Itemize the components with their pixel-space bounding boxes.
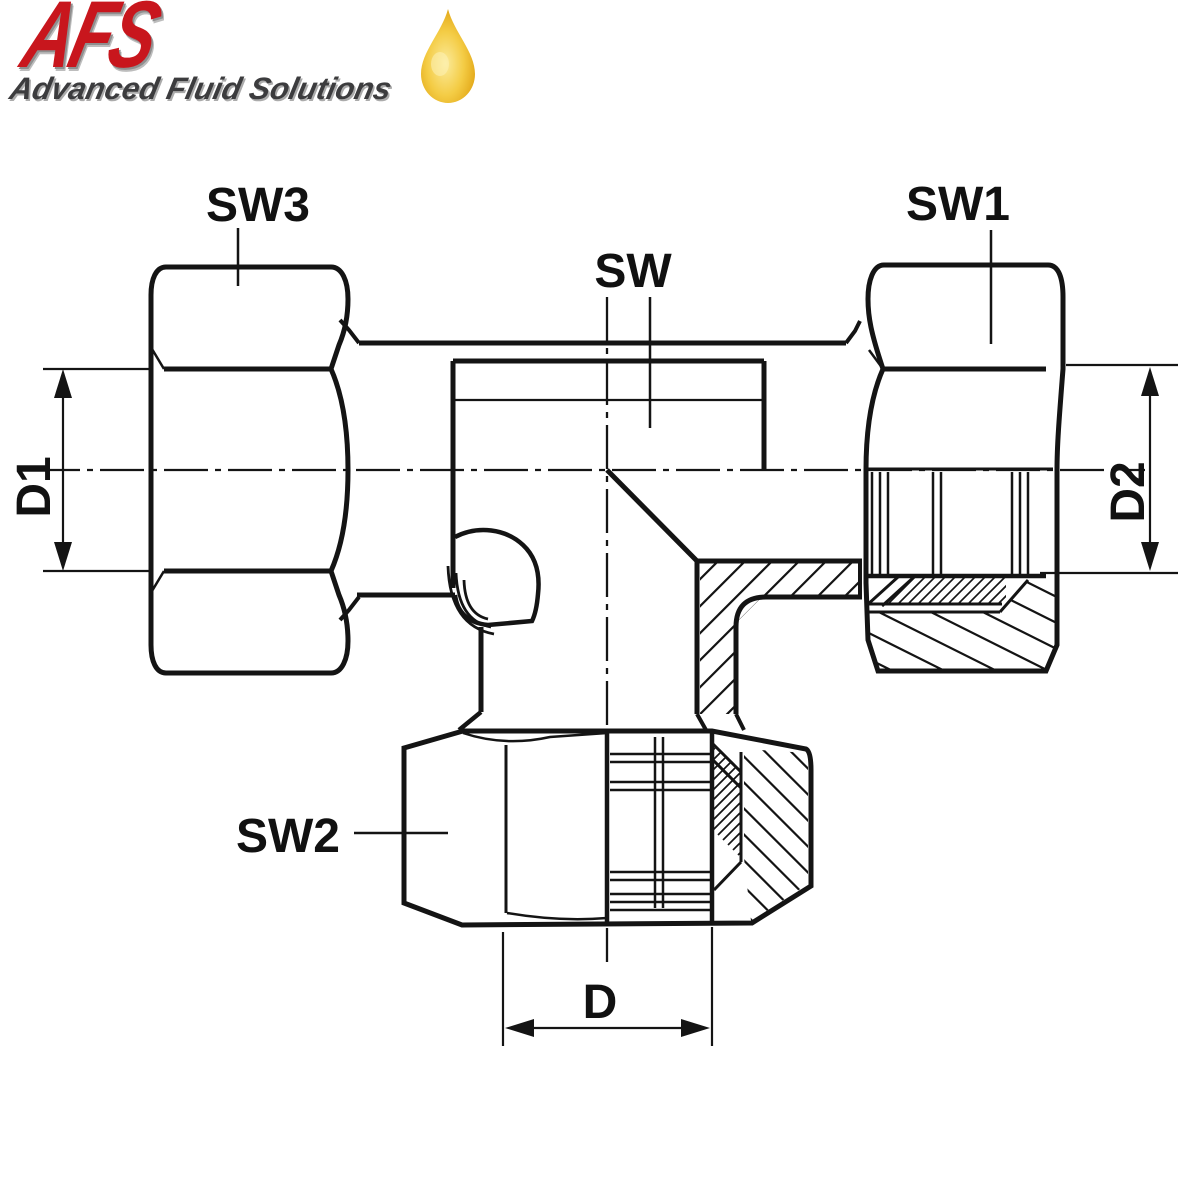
body	[357, 320, 862, 732]
bottom-nut-threads	[610, 737, 710, 912]
oil-drop-icon	[421, 9, 475, 103]
dimension-d1	[43, 367, 151, 573]
label-d2: D2	[1102, 461, 1155, 522]
dimension-d	[501, 927, 714, 1046]
bottom-nut	[401, 728, 814, 928]
label-sw2: SW2	[236, 810, 340, 863]
label-sw: SW	[594, 245, 672, 298]
label-sw1: SW1	[906, 178, 1010, 231]
label-sw3: SW3	[206, 179, 310, 232]
right-nut-threads	[870, 472, 1030, 574]
label-d: D	[583, 976, 618, 1029]
dimension-d2	[1040, 363, 1178, 575]
left-nut	[148, 264, 361, 676]
label-d1: D1	[8, 456, 61, 517]
logo: AFS Advanced Fluid Solutions	[0, 0, 500, 130]
leader-lines	[236, 228, 993, 835]
